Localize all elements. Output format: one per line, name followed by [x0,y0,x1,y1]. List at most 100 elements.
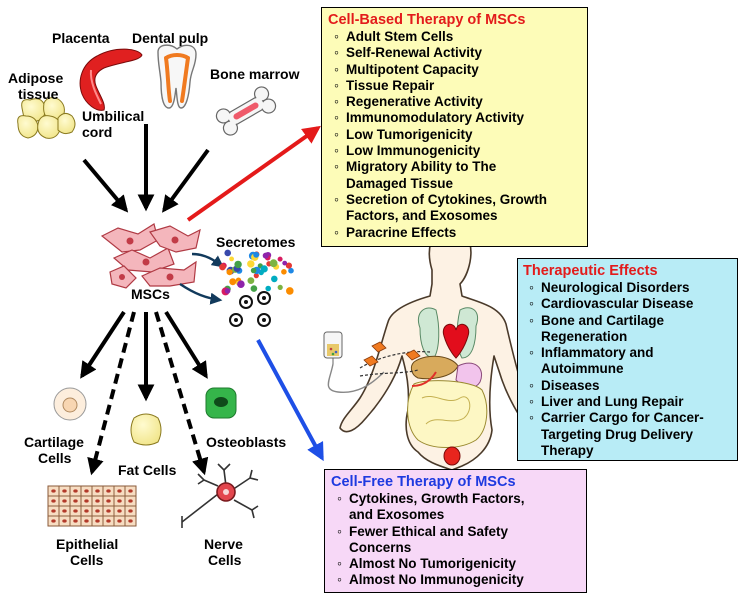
nerve-cell-icon [181,463,259,528]
cell-free-item-text: Cytokines, Growth Factors, [349,491,525,506]
cell-based-item: Regenerative Activity [328,93,581,110]
label-secretomes: Secretomes [216,234,296,250]
differentiation-arrows [80,310,209,476]
label-bone-marrow: Bone marrow [210,66,300,82]
cell-based-therapy-box: Cell-Based Therapy of MSCs Adult Stem Ce… [321,7,588,247]
cell-based-item-text: Regenerative Activity [346,94,483,110]
therapeutic-item-text: Cardiovascular Disease [541,296,694,312]
secretome-arrows [179,252,224,305]
cell-free-item-text: Fewer Ethical and Safety [349,523,509,539]
therapeutic-item-text: Targeting Drug Delivery [541,426,694,442]
infusion-lines [359,351,431,377]
cell-free-item-text: Concerns [349,539,412,555]
cell-based-item-text: Immunomodulatory Activity [346,110,525,126]
cell-based-item: Paracrine Effects [328,224,581,241]
infused-cells-icon [363,341,421,367]
cell-based-item-text: Tissue Repair [346,77,435,93]
therapeutic-item: Diseases [523,377,732,394]
human-body-icon [339,226,540,471]
cell-based-item: Self-Renewal Activity [328,44,581,61]
cell-based-item: Immunomodulatory Activity [328,109,581,126]
label-adipose-1: Adipose [8,70,64,86]
tooth-icon [157,44,197,109]
cell-based-item-text: Adult Stem Cells [346,29,454,44]
cell-free-list: Cytokines, Growth Factors,and ExosomesFe… [331,490,580,589]
cell-free-item-text: Almost No Tumorigenicity [349,556,517,572]
bone-icon [215,86,277,136]
cell-free-item: Almost No Tumorigenicity [331,555,580,572]
therapeutic-item: Liver and Lung Repair [523,393,732,410]
label-epithelial-1: Epithelial [56,536,119,552]
therapeutic-item: Carrier Cargo for Cancer-Targeting Drug … [523,409,732,459]
therapeutic-list: Neurological DisordersCardiovascular Dis… [523,279,732,459]
cartilage-cell-icon [53,387,87,421]
cell-based-item: Adult Stem Cells [328,28,581,45]
osteoblast-icon [205,387,237,419]
therapeutic-item-text: Therapy [541,442,594,458]
label-dental-pulp: Dental pulp [132,30,209,46]
label-osteoblasts: Osteoblasts [206,434,287,450]
cell-based-item: Low Tumorigenicity [328,126,581,143]
cell-based-item-text: Self-Renewal Activity [346,45,483,61]
label-placenta: Placenta [52,30,110,46]
cell-based-item: Tissue Repair [328,77,581,94]
adipose-tissue-icon [17,97,76,139]
cell-free-arrow [256,339,324,462]
cell-based-list: Adult Stem CellsSelf-Renewal ActivityMul… [328,28,581,241]
iv-bag-icon [323,331,385,393]
cell-based-item-text: Secretion of Cytokines, Growth [346,191,548,207]
label-umbilical-2: cord [82,124,113,140]
therapeutic-item: Neurological Disorders [523,279,732,296]
placenta-icon [79,48,143,111]
cell-free-therapy-box: Cell-Free Therapy of MSCs Cytokines, Gro… [324,469,587,593]
label-epithelial-2: Cells [70,552,104,568]
cell-free-item-text: and Exosomes [349,507,445,523]
cell-based-item: Multipotent Capacity [328,61,581,78]
therapeutic-item: Cardiovascular Disease [523,295,732,312]
fat-cell-icon [130,413,162,446]
cell-based-item-text: Factors, and Exosomes [346,208,498,224]
label-nerve-2: Cells [208,552,242,568]
therapeutic-item-text: Autoimmune [541,361,624,377]
label-cartilage-2: Cells [38,450,72,466]
therapeutic-title: Therapeutic Effects [523,263,658,279]
cell-based-item-text: Low Immunogenicity [346,143,481,159]
therapeutic-item-text: Liver and Lung Repair [541,394,684,410]
cell-free-item: Almost No Immunogenicity [331,571,580,588]
cell-based-item-text: Low Tumorigenicity [346,126,473,142]
cell-based-item-text: Paracrine Effects [346,224,457,240]
mscs-cluster-icon [100,223,201,289]
label-adipose-2: tissue [18,86,59,102]
epithelial-cells-icon [47,485,137,527]
therapeutic-effects-box: Therapeutic Effects Neurological Disorde… [517,258,738,461]
mscs-nuclei [119,236,179,281]
label-fat-cells: Fat Cells [118,462,177,478]
therapeutic-item-text: Carrier Cargo for Cancer- [541,410,704,426]
cell-based-arrow [186,125,321,222]
therapeutic-item-text: Inflammatory and [541,345,654,361]
cell-based-item-text: Multipotent Capacity [346,61,479,77]
cell-free-title: Cell-Free Therapy of MSCs [331,474,516,490]
therapeutic-item-text: Regeneration [541,328,628,344]
therapeutic-item-text: Diseases [541,377,600,393]
cell-based-item-text: Migratory Ability to The [346,159,497,175]
therapeutic-item-text: Bone and Cartilage [541,312,665,328]
cell-based-item-text: Damaged Tissue [346,175,454,191]
cell-free-item: Cytokines, Growth Factors,and Exosomes [331,490,580,524]
therapeutic-item-text: Neurological Disorders [541,280,690,295]
cell-based-title: Cell-Based Therapy of MSCs [328,12,526,28]
cell-based-item: Low Immunogenicity [328,142,581,159]
label-mscs: MSCs [131,286,170,302]
cell-free-item-text: Almost No Immunogenicity [349,572,524,588]
secretome-particles-icon [219,249,294,296]
label-umbilical-1: Umbilical [82,108,145,124]
label-cartilage-1: Cartilage [24,434,84,450]
source-arrows [82,124,210,213]
label-nerve-1: Nerve [204,536,243,552]
